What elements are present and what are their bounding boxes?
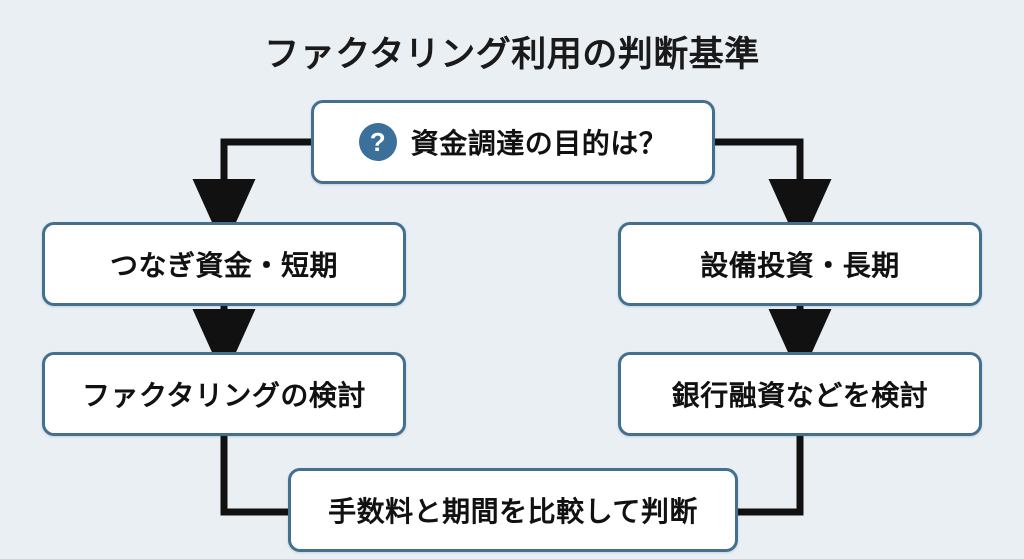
node-consider-factoring-label: ファクタリングの検討: [82, 380, 366, 411]
node-capital-investment-label: 設備投資・長期: [700, 250, 900, 281]
node-short-term-funding[interactable]: つなぎ資金・短期: [42, 222, 406, 306]
page-title: ファクタリング利用の判断基準: [264, 35, 760, 74]
edge-left-bottom-to-merge: [220, 436, 292, 516]
node-consider-bank-loan-label: 銀行融資などを検討: [671, 380, 929, 411]
node-capital-investment[interactable]: 設備投資・長期: [618, 222, 982, 306]
node-compare-fees-and-term[interactable]: 手数料と期間を比較して判断: [288, 468, 738, 552]
edge-right-bottom-to-merge: [734, 436, 804, 516]
decision-node[interactable]: ? 資金調達の目的は？: [311, 100, 715, 184]
node-consider-bank-loan[interactable]: 銀行融資などを検討: [618, 352, 982, 436]
question-mark-icon: ?: [358, 123, 397, 161]
node-consider-factoring[interactable]: ファクタリングの検討: [42, 352, 406, 436]
node-short-term-funding-label: つなぎ資金・短期: [109, 250, 338, 281]
edge-decision-to-right-top: [715, 138, 832, 249]
node-compare-fees-and-term-label: 手数料と期間を比較して判断: [328, 496, 698, 527]
decision-node-label: 資金調達の目的は？: [410, 128, 668, 159]
edge-decision-to-left-top: [192, 138, 311, 249]
